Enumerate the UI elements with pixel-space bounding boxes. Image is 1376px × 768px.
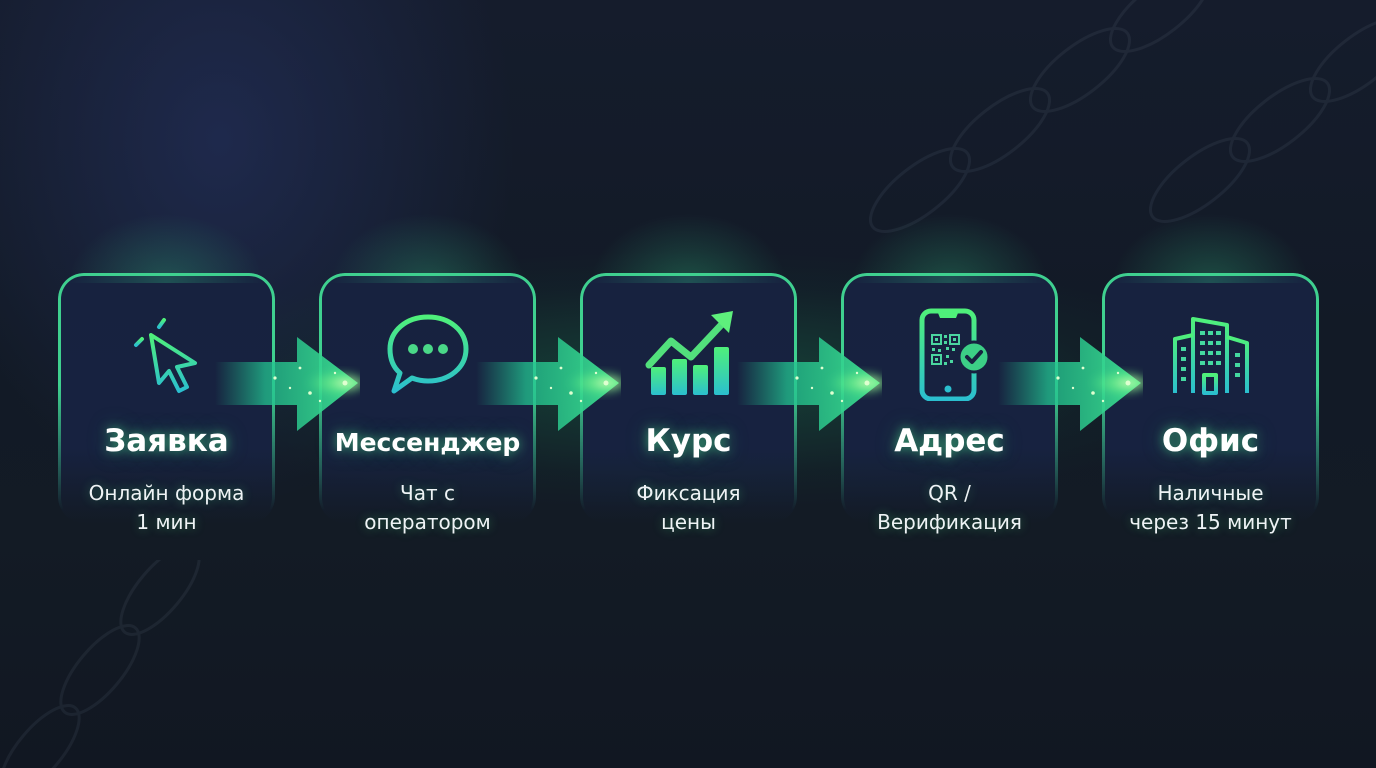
- growth-chart-icon: [645, 311, 733, 395]
- chain-decoration-icon: [0, 560, 201, 768]
- arrow-right-icon: [476, 337, 621, 431]
- arrow-right-icon: [737, 337, 882, 431]
- step-subtitle: Наличные через 15 минут: [1129, 481, 1292, 534]
- arrow-right-icon: [215, 337, 360, 431]
- step-title: Заявка: [104, 423, 229, 459]
- step-title: Мессенджер: [334, 428, 521, 457]
- step-title: Курс: [645, 423, 732, 459]
- step-title: Офис: [1161, 423, 1260, 459]
- step-subtitle: QR / Верификация: [877, 481, 1022, 534]
- chat-bubble-icon: [387, 314, 468, 394]
- office-building-icon: [1168, 317, 1253, 395]
- step-subtitle: Онлайн форма 1 мин: [88, 481, 245, 534]
- step-subtitle: Чат с оператором: [364, 481, 491, 534]
- phone-qr-check-icon: [919, 308, 990, 401]
- arrow-right-icon: [998, 337, 1143, 431]
- step-subtitle: Фиксация цены: [636, 481, 741, 534]
- step-title: Адрес: [894, 423, 1005, 459]
- chain-decoration-icon: [868, 0, 1376, 233]
- cursor-click-icon: [128, 313, 197, 393]
